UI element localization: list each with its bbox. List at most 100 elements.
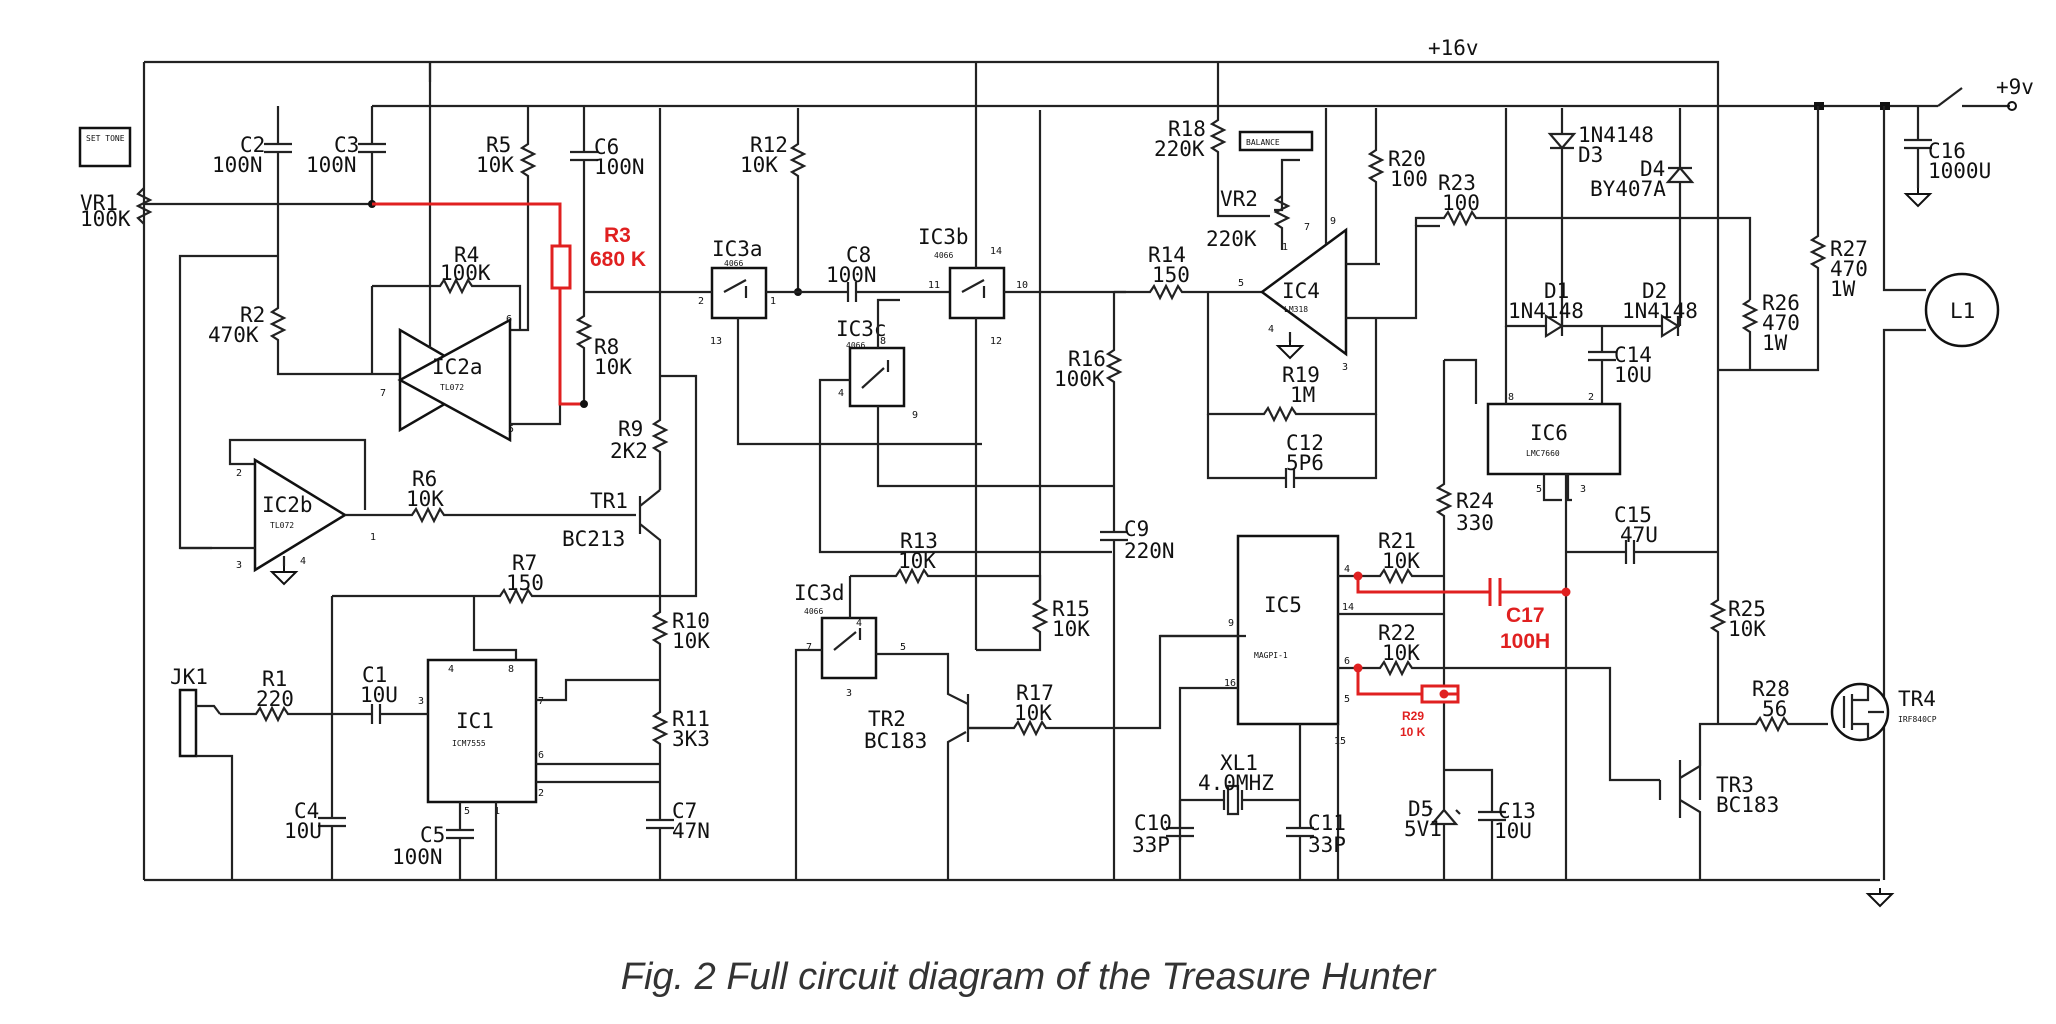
svg-text:1: 1 <box>370 532 376 543</box>
component-C6: C6 100N <box>570 106 645 404</box>
component-C3: C3 100N <box>306 106 386 208</box>
svg-text:2: 2 <box>538 788 544 799</box>
svg-text:100N: 100N <box>392 845 443 869</box>
svg-text:IC1: IC1 <box>456 709 494 733</box>
mosfet-icon <box>1830 682 1890 742</box>
jack-icon <box>178 688 198 758</box>
svg-text:16: 16 <box>1224 678 1236 689</box>
component-R20: R20 100 <box>1367 108 1428 264</box>
rail-plus16-label: +16v <box>1428 36 1479 60</box>
component-TR4: TR4 IRF840CP <box>1830 682 1937 742</box>
svg-text:56: 56 <box>1762 697 1787 721</box>
svg-text:C9: C9 <box>1124 517 1149 541</box>
svg-text:R11: R11 <box>672 707 710 731</box>
svg-text:5: 5 <box>900 642 906 653</box>
svg-text:10U: 10U <box>284 819 322 843</box>
svg-text:R26: R26 <box>1762 291 1800 315</box>
svg-text:33P: 33P <box>1132 833 1170 857</box>
svg-text:R21: R21 <box>1378 529 1416 553</box>
svg-text:IC2a: IC2a <box>432 355 483 379</box>
svg-text:5: 5 <box>1536 484 1542 495</box>
svg-text:100K: 100K <box>1054 367 1105 391</box>
svg-text:JK1: JK1 <box>170 665 208 689</box>
svg-text:L1: L1 <box>1950 299 1975 323</box>
ic-IC3c: IC3c 4066 8 4 9 <box>818 298 1114 554</box>
component-D2: D2 1N4148 <box>1622 279 1698 338</box>
svg-text:14: 14 <box>990 246 1002 257</box>
svg-text:TR1: TR1 <box>590 489 628 513</box>
component-C14: C14 10U <box>1588 326 1652 404</box>
svg-text:C10: C10 <box>1134 811 1172 835</box>
svg-text:6: 6 <box>506 314 512 325</box>
component-VR2: VR2 220K <box>1206 158 1300 251</box>
component-R13: R13 10K <box>850 529 1042 600</box>
svg-text:2: 2 <box>236 468 242 479</box>
svg-text:3: 3 <box>1580 484 1586 495</box>
svg-text:ICM7555: ICM7555 <box>452 739 486 748</box>
component-C2: C2 100N <box>212 106 292 256</box>
svg-text:1: 1 <box>770 296 776 307</box>
svg-text:D2: D2 <box>1642 279 1667 303</box>
svg-text:R16: R16 <box>1068 347 1106 371</box>
component-C12: C12 5P6 <box>1206 414 1378 488</box>
component-XL1: XL1 4.0MHZ <box>1180 751 1300 816</box>
svg-text:IC5: IC5 <box>1264 593 1302 617</box>
ic-IC2a: IC2a TL072 6 7 5 <box>380 62 584 443</box>
svg-text:470K: 470K <box>208 323 259 347</box>
svg-text:100N: 100N <box>594 155 645 179</box>
svg-text:10K: 10K <box>406 487 444 511</box>
component-C11: C11 33P <box>1286 800 1346 880</box>
svg-text:10: 10 <box>1016 280 1028 291</box>
svg-text:R22: R22 <box>1378 621 1416 645</box>
svg-text:R18: R18 <box>1168 117 1206 141</box>
svg-text:R1: R1 <box>262 667 287 691</box>
svg-text:R20: R20 <box>1388 147 1426 171</box>
svg-text:4: 4 <box>856 618 862 629</box>
svg-text:150: 150 <box>1152 263 1190 287</box>
mod-C17: C17 100H <box>1353 571 1571 653</box>
svg-text:10U: 10U <box>1614 363 1652 387</box>
svg-text:10K: 10K <box>476 153 514 177</box>
svg-text:100N: 100N <box>826 263 877 287</box>
svg-text:6: 6 <box>1344 656 1350 667</box>
svg-text:7: 7 <box>380 388 386 399</box>
svg-text:D4: D4 <box>1640 157 1665 181</box>
svg-text:10 K: 10 K <box>1400 725 1426 739</box>
svg-text:10K: 10K <box>594 355 632 379</box>
svg-text:100N: 100N <box>306 153 357 177</box>
svg-text:BC183: BC183 <box>864 729 927 753</box>
svg-text:3: 3 <box>1342 362 1348 373</box>
svg-text:8: 8 <box>880 336 886 347</box>
balance-label-box[interactable]: BALANCE <box>1238 130 1314 152</box>
component-C16: C16 1000U <box>1904 106 1991 207</box>
svg-text:R17: R17 <box>1016 681 1054 705</box>
component-D3: 1N4148 D3 <box>1547 108 1654 326</box>
svg-text:10U: 10U <box>360 683 398 707</box>
svg-text:BALANCE: BALANCE <box>1246 138 1280 147</box>
svg-text:3: 3 <box>418 696 424 707</box>
svg-text:R15: R15 <box>1052 597 1090 621</box>
svg-text:IC4: IC4 <box>1282 279 1320 303</box>
svg-text:VR1: VR1 <box>80 191 118 215</box>
svg-text:R3: R3 <box>604 224 631 247</box>
set-tone-switch-box[interactable]: SET TONE <box>78 126 132 168</box>
ic-IC3b: IC3b 4066 11 10 14 12 <box>918 62 1126 650</box>
svg-text:5: 5 <box>464 806 470 817</box>
coil-icon <box>1924 272 2000 348</box>
svg-text:R23: R23 <box>1438 171 1476 195</box>
svg-text:4: 4 <box>300 556 306 567</box>
svg-text:4066: 4066 <box>934 251 953 260</box>
svg-text:2: 2 <box>1588 392 1594 403</box>
component-R15: R15 10K <box>976 110 1090 652</box>
component-TR3: TR3 BC183 <box>1658 722 1779 880</box>
component-C9: C9 220N <box>1100 486 1175 880</box>
ground-icon <box>271 565 297 585</box>
ic-IC1: IC1 ICM7555 4 8 3 7 6 2 5 1 <box>418 658 660 880</box>
svg-text:7: 7 <box>538 696 544 707</box>
svg-text:R24: R24 <box>1456 489 1494 513</box>
switch-label: SET TONE <box>86 134 125 143</box>
jack-JK1[interactable]: JK1 <box>170 665 234 880</box>
svg-text:BC183: BC183 <box>1716 793 1779 817</box>
svg-text:IC3a: IC3a <box>712 237 763 261</box>
svg-text:C1: C1 <box>362 663 387 687</box>
